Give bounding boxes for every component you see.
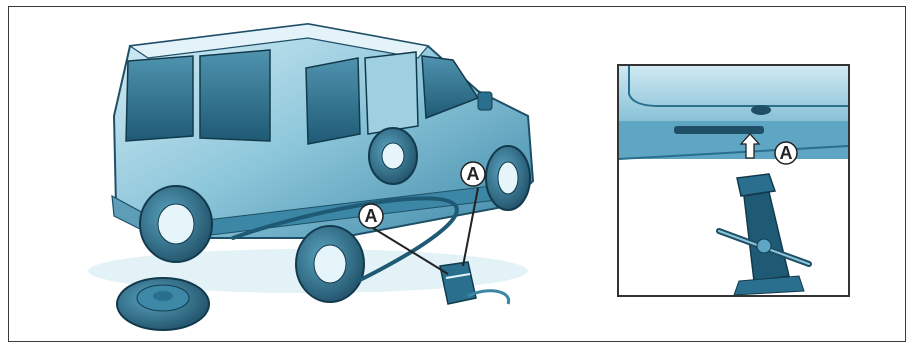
jacking-point — [674, 126, 764, 134]
rear-window — [126, 56, 193, 141]
van-illustration: A A — [8, 6, 568, 342]
inset-illustration: A — [619, 66, 848, 295]
callout-a-rear: A — [359, 204, 383, 228]
side-rear-wheel — [296, 226, 364, 302]
callout-a-rear-label: A — [365, 206, 378, 226]
callout-a-front-label: A — [467, 164, 480, 184]
inset-detail: A — [617, 64, 850, 297]
callout-a-inset: A — [775, 142, 797, 164]
front-wheel — [486, 146, 530, 210]
rear-wheel — [140, 186, 212, 262]
mounted-spare-wheel — [369, 128, 417, 184]
door-panel — [619, 66, 848, 128]
side-window — [306, 58, 360, 144]
scissor-jack-inset — [719, 174, 809, 295]
side-mirror — [478, 92, 492, 110]
callout-a-inset-label: A — [780, 143, 793, 163]
spare-wheel-icon — [117, 278, 209, 330]
callout-a-front: A — [461, 162, 485, 186]
side-window-2 — [365, 52, 418, 134]
rear-window-2 — [200, 50, 270, 141]
